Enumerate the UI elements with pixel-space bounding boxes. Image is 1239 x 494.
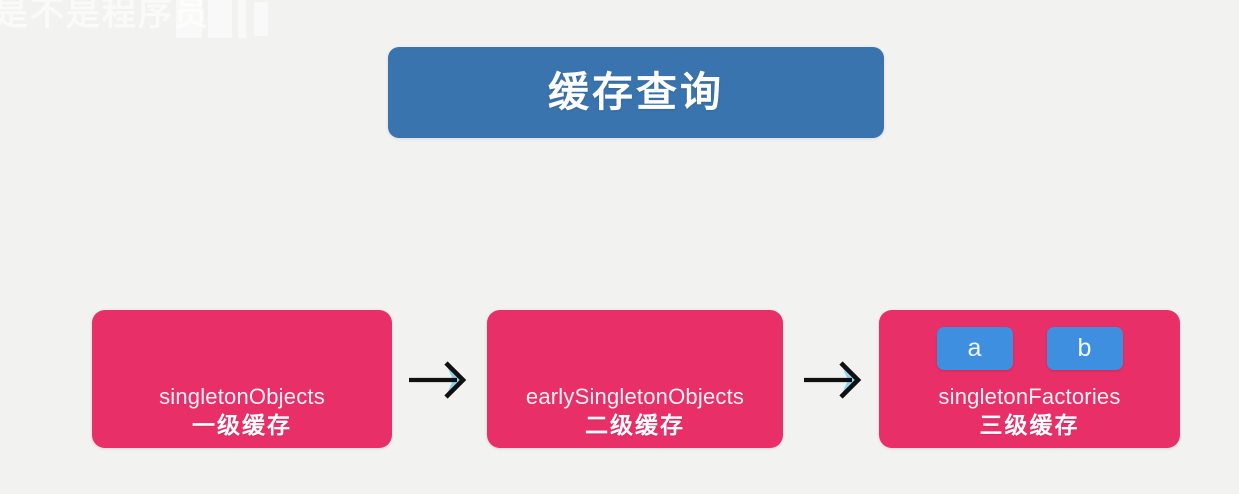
watermark-block-2	[208, 0, 232, 38]
sub-box-a[interactable]: a	[936, 327, 1013, 370]
watermark-blocks	[176, 0, 268, 40]
cache-box-level1-name: singletonObjects	[159, 383, 325, 409]
cache-box-level3: a b singletonFactories 三级缓存	[879, 310, 1180, 448]
sub-box-b-label: b	[1077, 334, 1092, 362]
cache-box-level2-name: earlySingletonObjects	[525, 383, 745, 409]
arrow-level2-to-level3-icon	[804, 361, 862, 399]
watermark-block-3	[238, 0, 246, 38]
watermark-block-4	[254, 2, 268, 36]
page-title: 缓存查询	[548, 69, 724, 115]
cache-box-level1-level: 一级缓存	[192, 411, 292, 438]
sub-box-a-label: a	[967, 334, 982, 362]
cache-box-level1: singletonObjects 一级缓存	[92, 310, 392, 448]
sub-box-b[interactable]: b	[1046, 327, 1123, 370]
watermark-text: 是不是程序员	[0, 0, 210, 33]
watermark-block-1	[176, 0, 202, 38]
cache-box-level3-level: 三级缓存	[979, 411, 1080, 438]
cache-box-level2-level: 二级缓存	[585, 411, 685, 438]
arrow-level1-to-level2-icon	[409, 361, 467, 399]
cache-box-level3-sub-items: a b	[936, 327, 1123, 370]
title-box: 缓存查询	[388, 47, 884, 138]
cache-box-level2: earlySingletonObjects 二级缓存	[487, 310, 783, 448]
cache-box-level3-name: singletonFactories	[938, 383, 1121, 409]
